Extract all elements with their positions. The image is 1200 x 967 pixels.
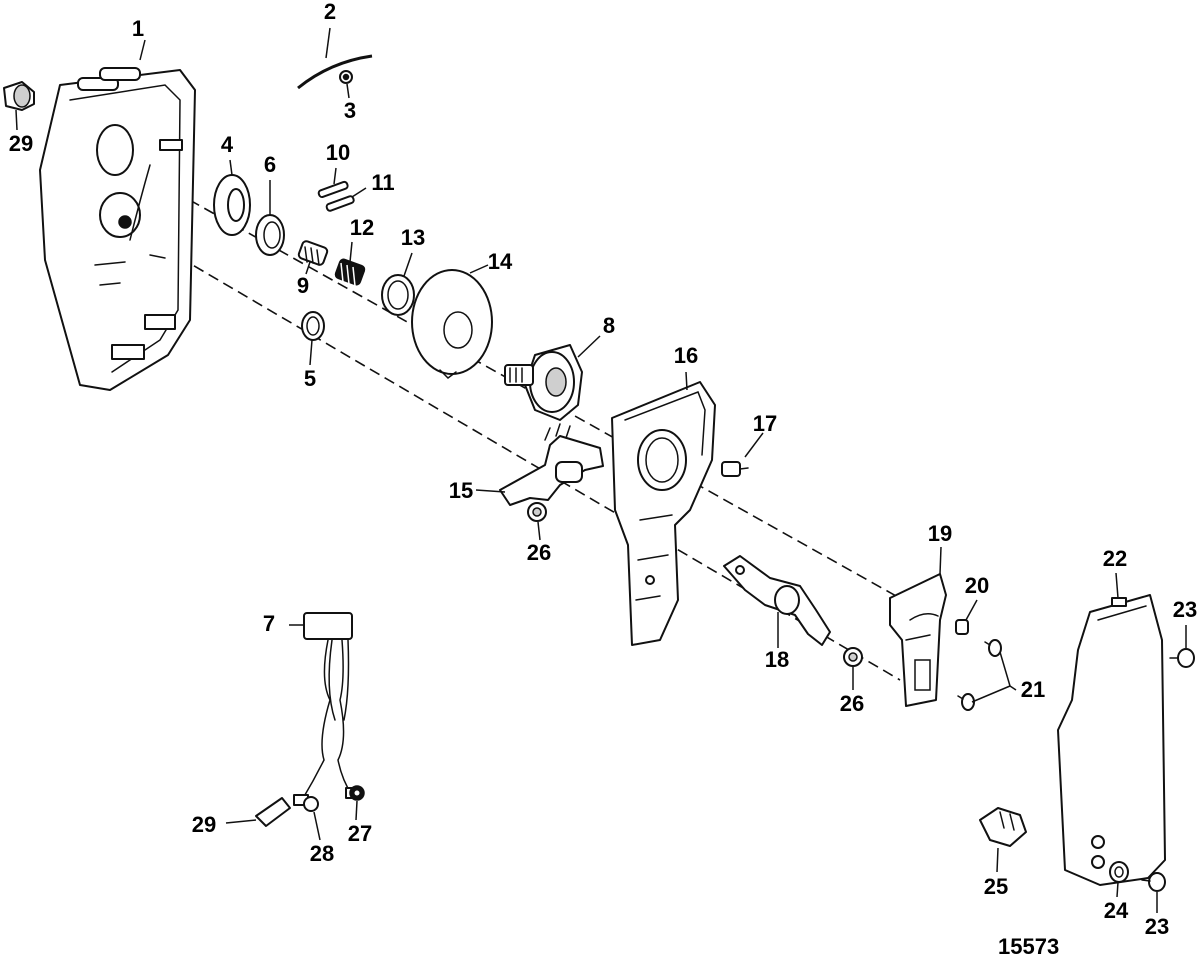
callout-9: 9	[297, 273, 309, 298]
callout-25: 25	[984, 874, 1008, 899]
callout-4: 4	[221, 132, 234, 157]
callout-18: 18	[765, 647, 789, 672]
part-27-nut	[349, 785, 365, 801]
part-18-cam-arm	[723, 555, 831, 646]
part-28-screw	[303, 796, 319, 812]
callout-11: 11	[371, 170, 394, 195]
part-21-screw-b	[957, 693, 975, 711]
part-3-nut	[339, 70, 353, 84]
part-4-retainer	[213, 174, 251, 236]
callout-28: 28	[310, 841, 334, 866]
callout-17: 17	[753, 411, 777, 436]
callout-19: 19	[928, 521, 952, 546]
callout-12: 12	[350, 215, 374, 240]
callout-8: 8	[603, 313, 615, 338]
callout-13: 13	[401, 225, 425, 250]
part-25-clamp	[979, 807, 1027, 847]
part-24-washer	[1109, 861, 1129, 883]
leader-lines	[15, 27, 1187, 913]
callout-29-top: 29	[9, 131, 33, 156]
callout-10: 10	[326, 140, 350, 165]
callout-3: 3	[344, 98, 356, 123]
part-26-screw-b	[843, 647, 863, 667]
figure-number: 15573	[998, 934, 1059, 959]
part-14-disc	[411, 269, 493, 379]
callout-labels: 1 2 3 4 5 6 7 8 9 10 11 12 13 14 15 16 1…	[9, 0, 1197, 939]
part-23-screw-a	[1169, 648, 1195, 668]
part-2-wire	[297, 54, 373, 90]
callout-7: 7	[263, 611, 275, 636]
callout-2: 2	[324, 0, 336, 24]
callout-24: 24	[1104, 898, 1129, 923]
part-9-detent	[297, 240, 329, 266]
callout-26-upper: 26	[527, 540, 551, 565]
part-21-screw-a	[984, 639, 1002, 657]
part-19-plate	[889, 573, 947, 707]
part-23-screw-b	[1141, 872, 1166, 892]
callout-23-bottom: 23	[1145, 914, 1169, 939]
part-11-pin	[325, 195, 355, 212]
part-1-housing	[39, 67, 196, 391]
callout-5: 5	[304, 366, 316, 391]
part-8-gear-assembly	[504, 344, 583, 421]
part-16-bracket	[611, 381, 716, 646]
part-29-sleeve	[255, 797, 291, 827]
part-15-lever	[499, 423, 604, 506]
callout-29-bottom: 29	[192, 812, 216, 837]
part-12-spring	[334, 258, 366, 287]
part-17-screw	[721, 461, 749, 477]
part-13-snap-ring	[381, 274, 415, 316]
callout-21: 21	[1021, 677, 1045, 702]
part-29-plug	[3, 81, 35, 111]
callout-6: 6	[264, 152, 276, 177]
part-7-switch-harness	[293, 612, 361, 806]
callout-14: 14	[488, 249, 513, 274]
callout-15: 15	[449, 478, 473, 503]
part-22-cover-plate	[1057, 594, 1166, 886]
callout-16: 16	[674, 343, 698, 368]
callout-1: 1	[132, 16, 144, 41]
part-26-screw-a	[527, 502, 547, 522]
part-10-pin	[317, 180, 349, 199]
callout-23-top: 23	[1173, 597, 1197, 622]
part-20-pin	[955, 619, 969, 635]
callout-26-lower: 26	[840, 691, 864, 716]
part-6-ring	[255, 214, 285, 256]
callout-22: 22	[1103, 546, 1127, 571]
part-5-ring	[301, 311, 325, 341]
callout-20: 20	[965, 573, 989, 598]
callout-27: 27	[348, 821, 372, 846]
